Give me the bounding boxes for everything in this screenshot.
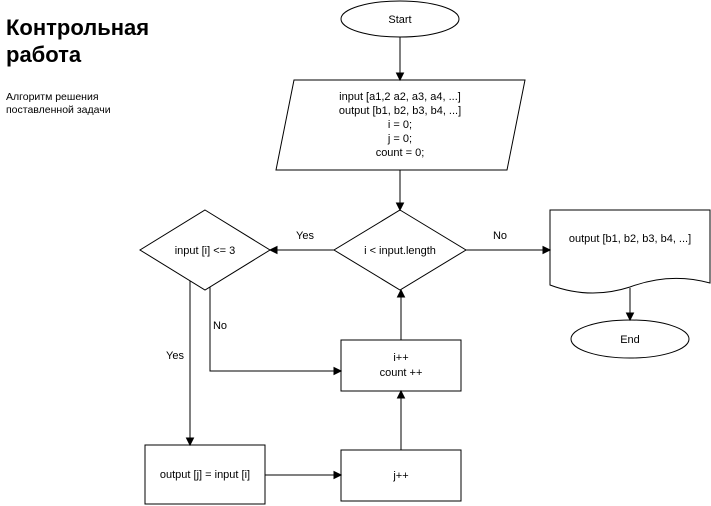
increment-j-block[interactable]: j++ — [340, 449, 462, 502]
output-document[interactable]: output [b1, b2, b3, b4, ...] — [549, 209, 711, 294]
end-terminal[interactable]: End — [570, 319, 690, 359]
page-subtitle-line-1: Алгоритм решения — [6, 91, 99, 103]
start-terminal[interactable]: Start — [340, 0, 460, 38]
edge-output-to-end — [625, 288, 635, 322]
assign-output-label: output [j] = input [i] — [160, 469, 250, 481]
input-line-2: output [b1, b2, b3, b4, ...] — [339, 105, 461, 117]
increment-line-2: count ++ — [380, 367, 423, 379]
start-label: Start — [388, 14, 411, 26]
loop-condition-label: i < input.length — [364, 245, 436, 257]
edge-loop-no-to-output — [466, 245, 552, 255]
page-title-line-1: Контрольная — [6, 15, 150, 40]
end-label: End — [620, 334, 640, 346]
page-title: Контрольная работа — [6, 14, 206, 68]
increment-j-label: j++ — [392, 470, 408, 482]
input-line-4: j = 0; — [387, 133, 412, 145]
label-no-right: No — [493, 230, 507, 242]
edge-check-no-to-increment — [209, 287, 343, 376]
page-subtitle-line-2: поставленной задачи — [6, 104, 111, 116]
input-line-3: i = 0; — [388, 119, 412, 131]
edge-input-to-loop — [395, 170, 405, 212]
page-subtitle: Алгоритм решения поставленной задачи — [6, 91, 186, 117]
input-line-1: input [a1,2 a2, a3, a4, ...] — [339, 91, 461, 103]
edge-increment-j-to-increment — [396, 389, 406, 450]
output-document-label: output [b1, b2, b3, b4, ...] — [569, 233, 691, 245]
loop-condition-decision[interactable]: i < input.length — [333, 209, 467, 291]
check-condition-decision[interactable]: input [i] <= 3 — [139, 209, 271, 291]
page-title-line-2: работа — [6, 42, 82, 67]
input-line-5: count = 0; — [376, 147, 425, 159]
increment-i-count-block[interactable]: i++ count ++ — [340, 339, 462, 392]
increment-line-1: i++ — [393, 352, 408, 364]
edge-increment-to-loop — [396, 288, 406, 340]
label-yes-left: Yes — [296, 230, 314, 242]
input-block[interactable]: input [a1,2 a2, a3, a4, ...] output [b1,… — [275, 79, 526, 171]
edge-assign-to-increment-j — [265, 470, 343, 480]
check-condition-label: input [i] <= 3 — [175, 245, 236, 257]
label-yes-down: Yes — [166, 350, 184, 362]
edge-start-to-input — [395, 37, 405, 82]
assign-output-block[interactable]: output [j] = input [i] — [144, 444, 266, 505]
edge-loop-yes-to-check — [268, 245, 334, 255]
edge-check-yes-to-assign — [185, 281, 195, 447]
label-no-down: No — [213, 320, 227, 332]
